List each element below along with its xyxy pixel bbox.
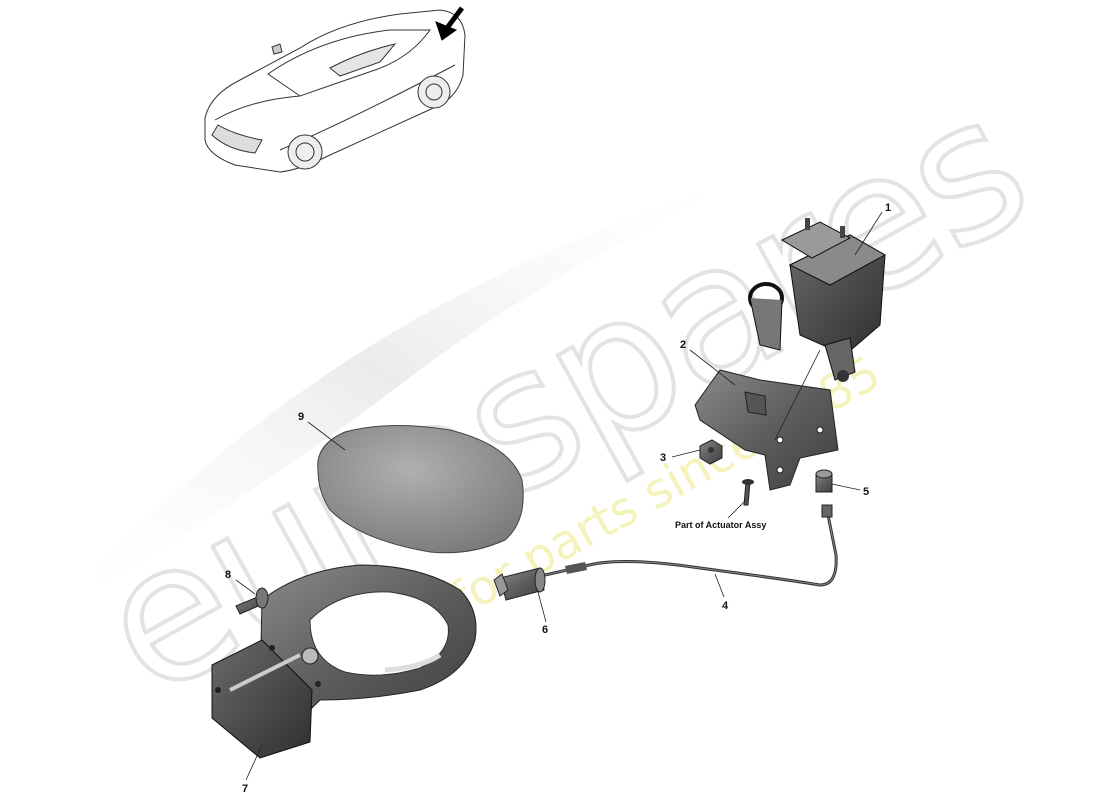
housing-rivet-1 — [315, 681, 321, 687]
bracket-hole-2 — [816, 426, 824, 434]
bracket-ear — [744, 391, 767, 416]
part-5-bushing — [815, 469, 833, 493]
leader-2b — [774, 349, 821, 441]
callout-2: 2 — [680, 339, 686, 351]
cable-line-highlight — [544, 514, 837, 586]
leader-1 — [854, 211, 883, 256]
bracket-plate — [694, 369, 839, 491]
housing-opening — [309, 591, 449, 676]
callout-6: 6 — [542, 624, 548, 636]
car-locator-illustration — [204, 6, 466, 173]
car-front-wheel — [287, 134, 323, 170]
flap-lid — [317, 424, 524, 554]
bracket-hole-3 — [776, 466, 784, 474]
cable-end-fitting — [821, 504, 833, 518]
actuator-connector-pin-1 — [805, 218, 810, 230]
actuator-arm — [749, 297, 783, 351]
part-9-fuel-filler-flap — [317, 424, 524, 554]
leader-5 — [831, 483, 861, 491]
actuator-plunger-tip — [837, 370, 849, 382]
leader-7 — [245, 744, 263, 781]
housing-rivet-2 — [269, 645, 275, 651]
leader-note — [727, 499, 747, 519]
leader-6 — [537, 591, 547, 623]
bracket-hole-1 — [776, 436, 784, 444]
arrow-down-left-icon — [435, 6, 464, 41]
note-part-of-actuator-assy: Part of Actuator Assy — [675, 520, 766, 530]
leader-8 — [235, 579, 256, 595]
part-1-fuel-flap-actuator — [748, 218, 887, 382]
leader-3 — [671, 449, 701, 458]
car-rear-wheel — [417, 75, 451, 109]
callout-8: 8 — [225, 569, 231, 581]
car-window — [329, 43, 397, 77]
grommet-flange — [534, 567, 546, 593]
screw-head — [742, 479, 754, 485]
car-roof-line — [267, 29, 431, 97]
part-8-bolt — [235, 587, 269, 615]
housing-block — [211, 639, 313, 759]
housing-hinge-pin — [229, 653, 301, 692]
callout-7: 7 — [242, 783, 248, 795]
leader-9 — [307, 421, 346, 451]
leader-4 — [714, 573, 725, 598]
watermark-brand: eurospares — [65, 55, 1058, 740]
car-body-outline — [204, 9, 466, 173]
callout-1: 1 — [885, 202, 891, 214]
callout-3: 3 — [660, 452, 666, 464]
callout-4: 4 — [722, 600, 729, 612]
part-7-flap-housing — [211, 564, 477, 759]
watermark-swoosh — [60, 175, 760, 610]
actuator-screw — [742, 479, 754, 506]
housing-rivet-3 — [215, 687, 221, 693]
callout-5: 5 — [863, 486, 869, 498]
car-rear-wheel-hub — [425, 83, 443, 101]
watermark: eurospares a passion for parts since 198… — [60, 53, 1060, 745]
car-front-wheel-hub — [295, 142, 315, 162]
part-4-release-cable — [544, 504, 838, 587]
car-grille — [211, 124, 263, 154]
actuator-plunger — [824, 337, 856, 381]
part-6-cable-grommet — [493, 567, 546, 601]
leader-2 — [689, 349, 736, 386]
nut-hole — [708, 447, 714, 453]
cable-sleeve — [565, 562, 587, 574]
bolt-head — [255, 587, 269, 609]
part-2-actuator-bracket — [694, 369, 839, 491]
housing-slot — [384, 652, 442, 673]
callout-9: 9 — [298, 411, 304, 423]
callout-labels: 1 2 3 4 5 6 7 8 9 Part of Actuator Assy — [225, 202, 891, 795]
actuator-connector-pin-2 — [840, 226, 845, 238]
bushing-top — [815, 469, 833, 479]
leader-lines — [235, 211, 883, 781]
part-3-nut — [699, 439, 723, 465]
car-hood-line — [214, 95, 301, 121]
housing-hole — [301, 647, 319, 665]
grommet-nut — [493, 573, 509, 597]
car-mirror — [271, 43, 283, 55]
